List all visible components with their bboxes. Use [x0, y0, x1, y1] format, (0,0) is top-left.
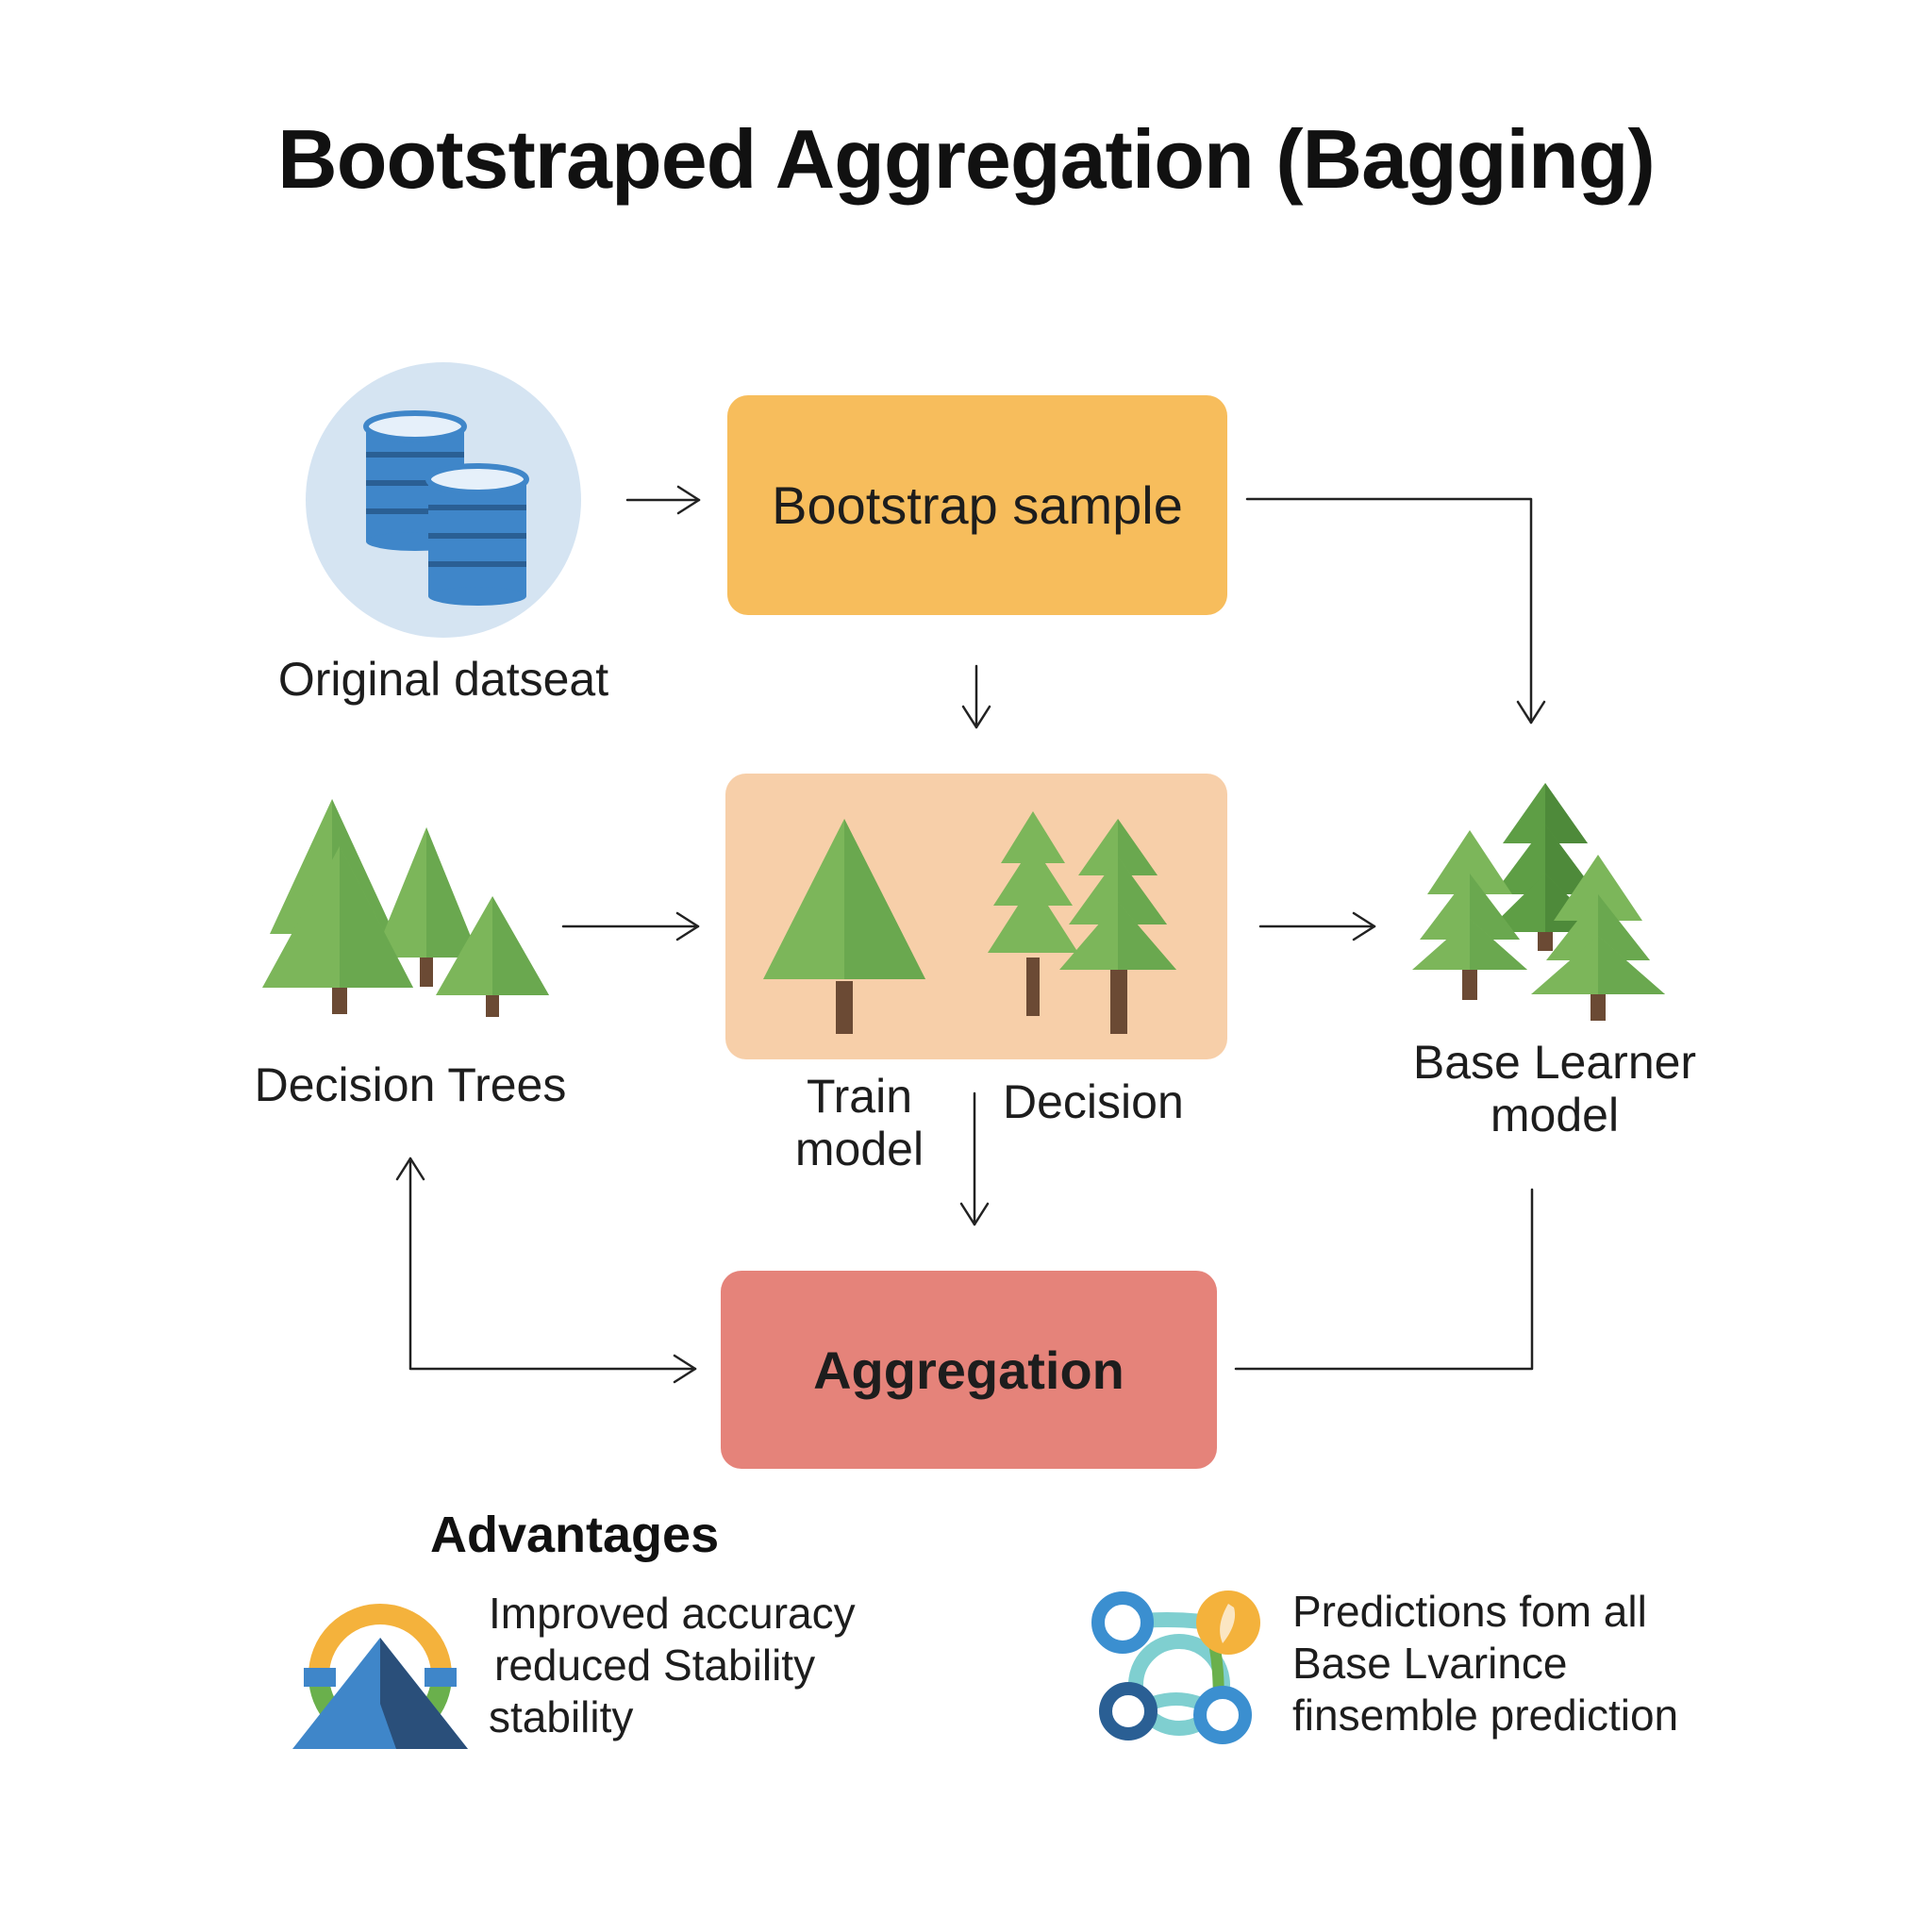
decision-label: Decision	[1003, 1075, 1184, 1128]
trees-icon	[763, 811, 1176, 1034]
advantage-right-line3: finsemble prediction	[1292, 1690, 1679, 1740]
arrow-decision-to-aggregation	[959, 1091, 990, 1226]
database-icon	[306, 362, 581, 638]
bootstrap-sample-label: Bootstrap sample	[772, 475, 1183, 535]
advantage-left-text: Improved accuracy reduced Stability stab…	[489, 1588, 904, 1744]
arrow-loop-aggregation-trees	[395, 1157, 697, 1384]
trees-icon	[1412, 783, 1665, 1021]
advantage-left-line1: Improved accuracy	[489, 1589, 856, 1638]
arrow-bootstrap-to-base-learner	[1245, 497, 1546, 724]
bootstrap-sample-box: Bootstrap sample	[727, 395, 1227, 615]
train-model-box	[725, 774, 1227, 1059]
base-learner-label: Base Learner model	[1366, 1036, 1743, 1141]
train-model-label-line1: Train	[806, 1070, 913, 1123]
arrow-bootstrap-to-train	[961, 664, 991, 729]
advantage-right-line2: Base Lvarince	[1292, 1639, 1568, 1689]
train-model-label-line2: model	[794, 1123, 924, 1175]
decision-trees-label: Decision Trees	[254, 1058, 567, 1111]
arrow-trees-to-train	[561, 911, 700, 941]
aggregation-label: Aggregation	[813, 1340, 1124, 1400]
ensemble-network-icon	[1091, 1591, 1260, 1744]
advantages-heading: Advantages	[430, 1507, 720, 1563]
base-learner-label-line1: Base Learner	[1412, 1036, 1697, 1089]
base-learner-label-line2: model	[1490, 1089, 1620, 1141]
line-base-learner-to-aggregation	[1234, 1188, 1534, 1371]
stability-arch-icon	[292, 1604, 468, 1749]
advantage-right-text: Predictions fom all Base Lvarince finsem…	[1292, 1586, 1783, 1742]
train-model-label: Train model	[779, 1070, 940, 1175]
aggregation-box: Aggregation	[721, 1271, 1217, 1469]
advantage-right-line1: Predictions fom all	[1292, 1587, 1647, 1636]
advantage-left-line3: stability	[489, 1692, 634, 1742]
trees-icon	[262, 799, 549, 1017]
original-dataset-label: Original datseat	[277, 653, 609, 706]
arrow-dataset-to-bootstrap	[625, 485, 701, 515]
diagram-title: Bootstraped Aggregation (Bagging)	[277, 112, 1656, 206]
arrow-train-to-base-learner	[1258, 911, 1376, 941]
advantage-left-line2: reduced Stability	[494, 1641, 816, 1690]
